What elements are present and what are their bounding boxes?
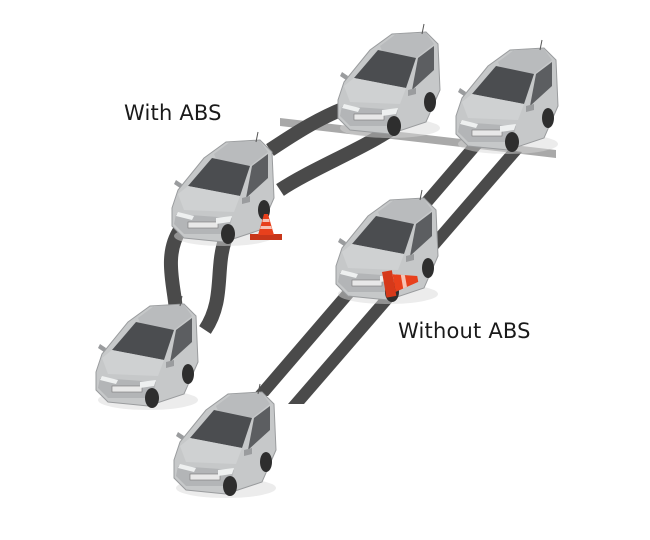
car-with-abs-swerving — [171, 131, 275, 247]
car-with-abs-final — [337, 23, 441, 139]
cone-knocked-icon — [382, 270, 419, 298]
car-with-abs-start — [95, 295, 199, 411]
car-without-abs-final — [455, 39, 559, 155]
without-abs-label: Without ABS — [398, 319, 531, 343]
with-abs-label: With ABS — [124, 101, 222, 125]
